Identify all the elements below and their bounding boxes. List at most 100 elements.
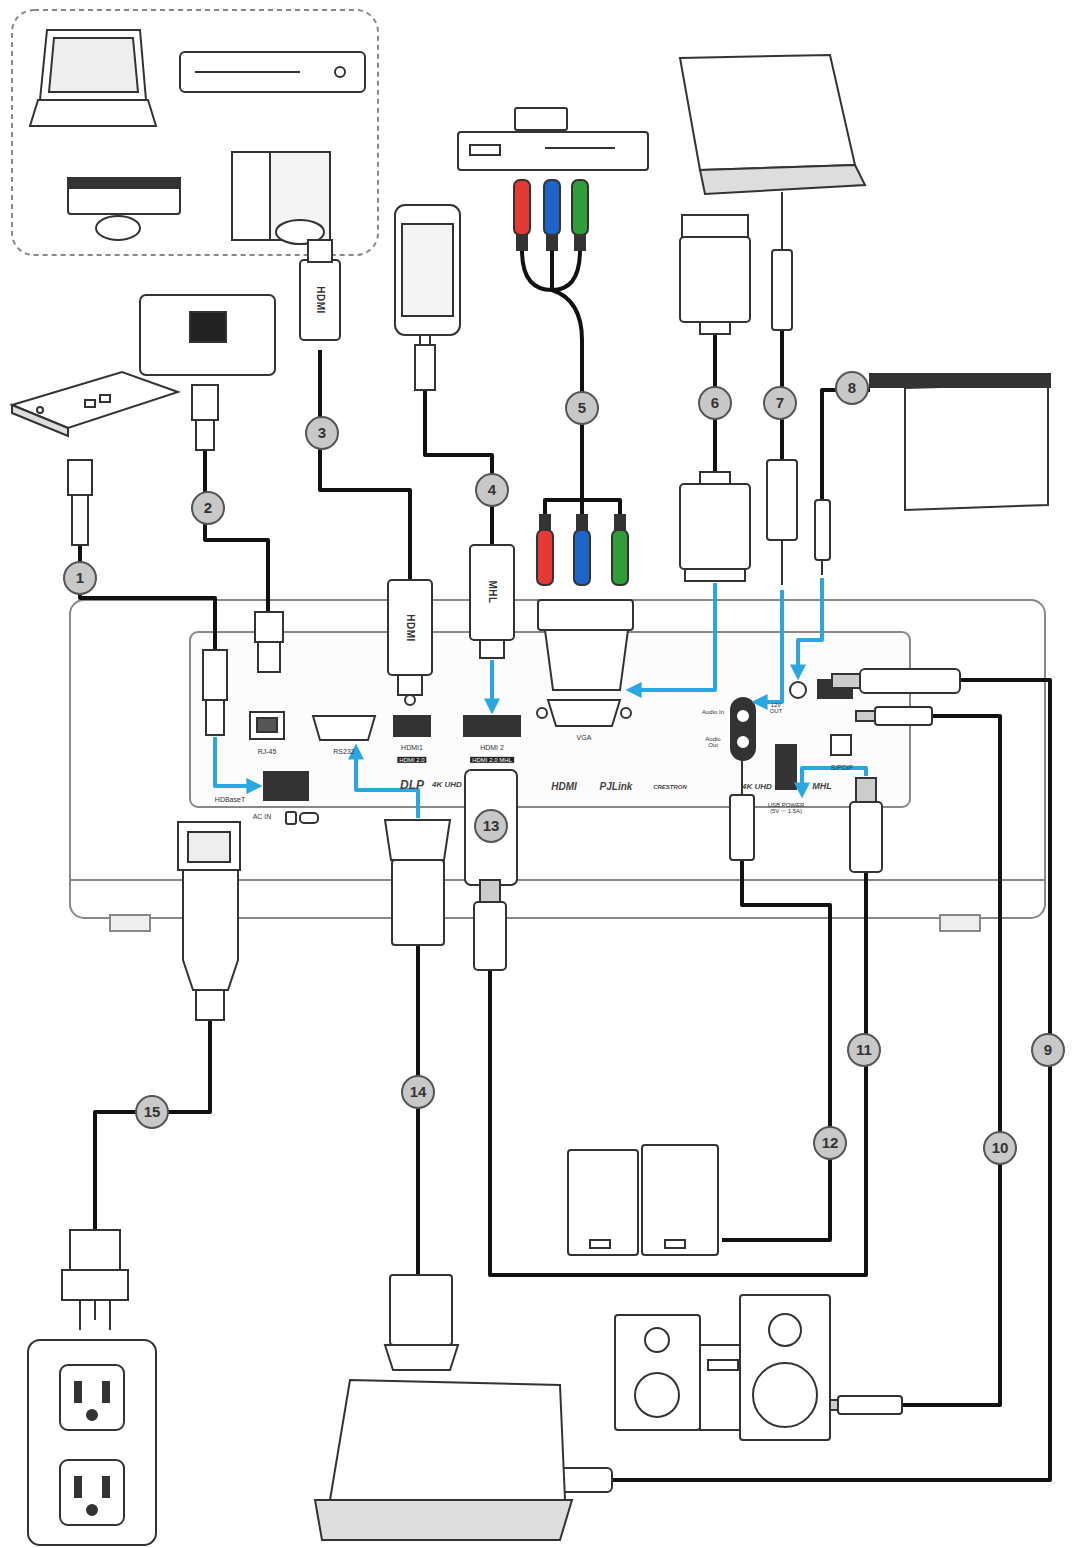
destination-devices xyxy=(103,1382,109,1402)
callout-circle xyxy=(836,372,868,404)
projector-ports xyxy=(394,716,430,736)
port-label: Audio In xyxy=(701,709,725,715)
callout-number: 7 xyxy=(776,395,784,411)
insertion-arrow xyxy=(632,583,715,690)
source-devices xyxy=(96,216,140,240)
connector-plug xyxy=(196,990,224,1020)
connector-plug xyxy=(730,795,754,860)
connector-plug xyxy=(388,580,432,675)
connector-plug xyxy=(465,770,517,885)
callout-number: 8 xyxy=(848,380,856,396)
source-devices xyxy=(40,30,146,100)
connector-plug xyxy=(255,612,283,642)
callout-circle xyxy=(475,810,507,842)
connector-plug xyxy=(537,530,553,585)
smartphone xyxy=(395,205,460,335)
connector-plug xyxy=(781,540,783,585)
callout-circle xyxy=(476,474,508,506)
connector-plug xyxy=(109,1300,111,1330)
callout-number: 9 xyxy=(1044,1042,1052,1058)
connector-plug xyxy=(700,472,730,484)
connector-plug xyxy=(575,235,585,250)
destination-devices xyxy=(635,1373,679,1417)
connector-plug xyxy=(517,235,527,250)
connector-plug xyxy=(300,260,340,340)
logo-text: CRESTRON xyxy=(653,784,687,790)
source-devices xyxy=(195,71,300,73)
port-label: USB POWER (5V ⎓ 1.5A) xyxy=(764,802,808,815)
connector-plug xyxy=(72,495,88,545)
lan-wall-jack xyxy=(140,295,275,375)
connector-plug xyxy=(183,870,238,990)
source-devices xyxy=(12,10,378,255)
connector-plug xyxy=(405,695,415,705)
connector-plug xyxy=(398,675,422,695)
projector-body xyxy=(110,915,150,931)
connector-plug xyxy=(62,180,960,1492)
cable xyxy=(95,1020,210,1230)
connector-plug xyxy=(196,420,214,450)
cable xyxy=(490,870,866,1275)
laptop xyxy=(680,55,865,194)
port-label: RS232 xyxy=(333,748,354,755)
callout-number: 12 xyxy=(822,1135,839,1151)
connector-plug xyxy=(615,515,625,530)
projector-ports xyxy=(250,712,284,739)
projector-ports xyxy=(257,718,277,732)
connector-plug xyxy=(540,515,550,530)
projection-screen xyxy=(905,384,1048,510)
callout-number: 4 xyxy=(488,482,496,498)
insertion-arrow xyxy=(802,768,866,792)
dvd-player xyxy=(458,132,648,170)
connector-plug xyxy=(815,500,830,560)
projector-ports xyxy=(537,708,547,718)
insertion-arrow xyxy=(490,660,494,708)
connector-plug xyxy=(544,180,560,235)
callout-number: 13 xyxy=(483,818,500,834)
source-devices xyxy=(232,152,270,240)
source-devices xyxy=(12,10,378,255)
connector-plug xyxy=(206,700,224,735)
projector-ports xyxy=(286,812,296,824)
cable xyxy=(205,450,268,612)
destination-devices xyxy=(615,1315,700,1430)
plug-label: HDMI xyxy=(315,286,326,314)
insertion-arrow xyxy=(215,578,866,818)
source-devices xyxy=(49,38,138,92)
connector-plug xyxy=(875,707,932,725)
callout-circle xyxy=(136,1096,168,1128)
destination-devices xyxy=(740,1295,830,1440)
port-label: HDBaseT xyxy=(215,796,245,803)
port-label: Audio Out xyxy=(700,736,726,749)
callout-circle xyxy=(1032,1034,1064,1066)
cable xyxy=(552,250,582,500)
connector-plug xyxy=(682,215,748,237)
callout-number: 14 xyxy=(410,1084,427,1100)
connector-plug xyxy=(415,345,435,390)
source-devices xyxy=(30,100,156,126)
destination-devices xyxy=(568,1150,638,1255)
connector-plug xyxy=(612,530,628,585)
connector-plug xyxy=(856,711,875,721)
connector-plug xyxy=(781,192,783,250)
callout-circle xyxy=(402,1076,434,1108)
projector-ports xyxy=(736,735,750,749)
dvd-player xyxy=(470,145,500,155)
connector-plug xyxy=(860,669,960,693)
insertion-arrow xyxy=(758,590,782,702)
dvd-player xyxy=(458,108,648,170)
connector-plug xyxy=(680,237,750,322)
source-devices xyxy=(68,178,180,188)
projector-ports xyxy=(831,735,851,755)
callout-number: 2 xyxy=(204,500,212,516)
cable xyxy=(80,545,215,650)
connector-plug xyxy=(856,778,876,802)
callout-circle xyxy=(64,372,1064,1164)
port-label: 12V OUT xyxy=(765,702,787,715)
connector-plug xyxy=(574,530,590,585)
hdbaset-transmitter xyxy=(12,372,178,436)
connector-plug xyxy=(577,515,587,530)
destination-devices xyxy=(75,1477,81,1497)
projector-ports xyxy=(776,745,796,789)
